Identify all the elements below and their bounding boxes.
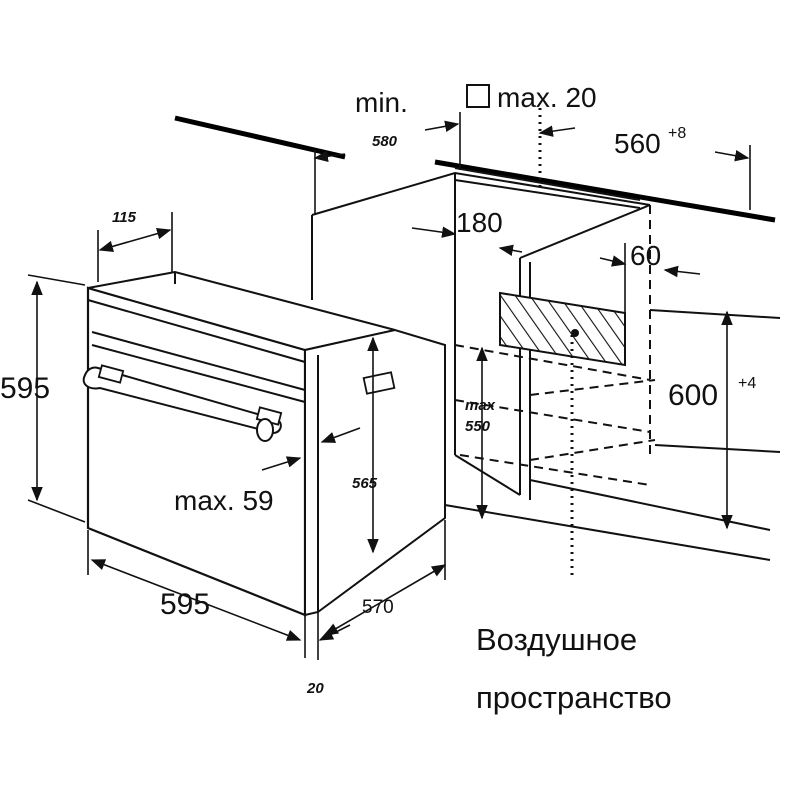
- dotted-guides: [538, 108, 574, 580]
- label-560: 560: [614, 128, 661, 159]
- dimension-lines: [27, 112, 751, 660]
- caption-line-1: Воздушное: [476, 622, 638, 657]
- label-600-tolerance: +4: [738, 375, 756, 392]
- label-560-tolerance: +8: [668, 125, 686, 142]
- label-595-width: 595: [160, 588, 210, 621]
- label-max-59: max. 59: [174, 485, 274, 516]
- square-symbol-icon: [466, 84, 490, 108]
- label-550: 550: [465, 418, 491, 435]
- label-max-20: max. 20: [497, 82, 597, 113]
- worktop: [174, 115, 776, 223]
- label-min: min.: [355, 87, 408, 118]
- label-115: 115: [112, 209, 137, 226]
- oven-body: [82, 270, 446, 617]
- label-20: 20: [306, 680, 324, 697]
- caption-line-2: пространство: [476, 680, 672, 715]
- label-595-height: 595: [0, 372, 50, 405]
- label-60: 60: [630, 240, 661, 271]
- label-600: 600: [668, 379, 718, 412]
- label-180: 180: [456, 207, 503, 238]
- label-565: 565: [352, 475, 378, 492]
- dimension-labels: min. 580 max. 20 560 +8 115 180 60 595 6…: [0, 82, 756, 697]
- socket-area: [499, 291, 626, 367]
- oven-handle: [82, 364, 283, 442]
- label-580: 580: [372, 133, 398, 150]
- label-max: max: [465, 397, 496, 414]
- label-570: 570: [362, 597, 394, 618]
